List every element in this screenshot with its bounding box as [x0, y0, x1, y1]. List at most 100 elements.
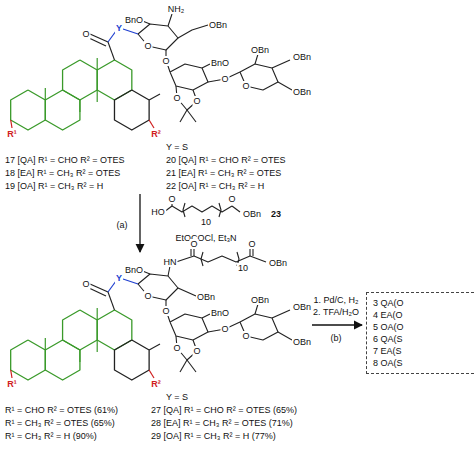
- structure-label: BnO: [124, 15, 144, 25]
- bond-line: [187, 360, 196, 372]
- bond-line: [255, 304, 258, 314]
- structure-label: OBn: [250, 45, 270, 55]
- structure-label: 20 [QA] R¹ = CHO R² = OTES: [165, 155, 287, 165]
- structure-label: R¹ = CHO R² = OTES (61%): [4, 405, 119, 415]
- structure-label: R¹: [6, 379, 18, 389]
- structure-label: OBn: [268, 258, 288, 268]
- bond-line: [97, 310, 132, 350]
- bond-line: [89, 288, 106, 296]
- product-label: 3 QA(O: [373, 297, 468, 309]
- product-label: 7 EA(S: [373, 345, 468, 357]
- structure-label: O: [189, 239, 198, 249]
- bond-line: [79, 100, 80, 112]
- structure-label: O: [172, 93, 181, 103]
- bond-line: [219, 203, 221, 217]
- structure-label: (a): [116, 220, 129, 230]
- bond-line: [180, 360, 187, 372]
- bond-line: [172, 206, 232, 212]
- structure-label: HN: [163, 257, 178, 267]
- structure-label: O: [167, 194, 176, 204]
- bond-line: [97, 308, 98, 320]
- bond-line: [90, 34, 108, 42]
- bond-line: [138, 24, 178, 50]
- bond-line: [63, 60, 98, 100]
- structure-label: O: [161, 56, 170, 66]
- structure-label: OBn: [292, 52, 312, 62]
- structure-label: R¹: [6, 129, 18, 139]
- structure-label: 10: [200, 217, 212, 227]
- bond-line: [97, 340, 98, 352]
- structure-label: O: [161, 306, 170, 316]
- bond-line: [178, 288, 196, 296]
- product-label: 4 EA(O: [373, 309, 468, 321]
- bond-line: [178, 25, 208, 38]
- structure-label: EtOCOCl, Et₃N: [174, 233, 237, 243]
- structure-label: Y: [115, 23, 123, 33]
- bond-line: [89, 38, 106, 46]
- structure-label: R¹ = CH₃ R² = OTES (65%): [4, 418, 116, 428]
- bond-line: [90, 284, 108, 292]
- bond-line: [123, 29, 138, 34]
- bond-line: [255, 54, 258, 64]
- structure-label: R²: [150, 379, 162, 389]
- bond-line: [149, 344, 160, 350]
- structure-label: O: [192, 96, 201, 106]
- structure-label: 21 [EA] R¹ = CH₃ R² = OTES: [165, 168, 282, 178]
- structure-label: O: [81, 279, 90, 289]
- structure-label: (b): [330, 333, 343, 343]
- structure-label: OBn: [208, 20, 228, 30]
- structure-label: 10: [237, 263, 249, 273]
- structure-label: OBn: [292, 302, 312, 312]
- bond-line: [138, 274, 178, 300]
- structure-label: O: [247, 239, 256, 249]
- structure-label: O: [241, 331, 250, 341]
- bond-line: [176, 256, 194, 262]
- structure-label: OBn: [242, 209, 262, 219]
- product-box: 3 QA(O4 EA(O5 OA(O6 QA(S7 EA(S8 OA(S: [366, 292, 474, 374]
- bond-line: [202, 64, 210, 68]
- bond-line: [278, 82, 292, 90]
- bond-line: [79, 350, 80, 362]
- product-label: 8 OA(S: [373, 357, 468, 369]
- bond-line: [11, 120, 12, 128]
- bond-line: [45, 88, 46, 100]
- structure-label: OBn: [292, 87, 312, 97]
- structure-label: 17 [QA] R¹ = CHO R² = OTES: [4, 155, 126, 165]
- structure-label: Y = S: [165, 392, 189, 402]
- structure-label: OBn: [250, 295, 270, 305]
- structure-label: O: [172, 343, 181, 353]
- bond-line: [183, 203, 185, 217]
- bond-line: [187, 110, 196, 122]
- bond-line: [180, 110, 187, 122]
- structure-label: O: [227, 194, 236, 204]
- bond-line: [250, 256, 266, 262]
- bond-line: [97, 60, 132, 100]
- bond-line: [114, 90, 149, 130]
- bond-line: [11, 90, 46, 130]
- structure-label: BnO: [124, 265, 144, 275]
- bond-line: [149, 94, 160, 100]
- structure-label: Y = S: [165, 142, 189, 152]
- bond-line: [168, 14, 172, 26]
- structure-label: 28 [EA] R¹ = CH₃ R² = OTES (71%): [150, 418, 294, 428]
- bond-line: [45, 340, 80, 380]
- structure-label: 19 [OA] R¹ = CH₃ R² = H: [4, 181, 104, 191]
- structure-label: 2. TFA/H₂O: [312, 307, 360, 317]
- bond-line: [97, 58, 98, 70]
- bond-line: [201, 252, 203, 266]
- bond-line: [108, 292, 115, 310]
- structure-label: 27 [QA] R¹ = CHO R² = OTES (65%): [150, 405, 298, 415]
- structure-label: R²: [150, 129, 162, 139]
- bond-line: [202, 314, 210, 318]
- bond-line: [278, 332, 292, 340]
- structure-label: 22 [OA] R¹ = CH₃ R² = H: [165, 181, 265, 191]
- structure-label: OBn: [196, 292, 216, 302]
- structure-label: O: [192, 346, 201, 356]
- structure-label: O: [143, 41, 152, 51]
- bond-line: [149, 370, 154, 378]
- bond-line: [123, 279, 138, 284]
- structure-label: O: [143, 291, 152, 301]
- bond-line: [114, 340, 149, 380]
- bond-line: [108, 42, 115, 60]
- bond-line: [45, 90, 80, 130]
